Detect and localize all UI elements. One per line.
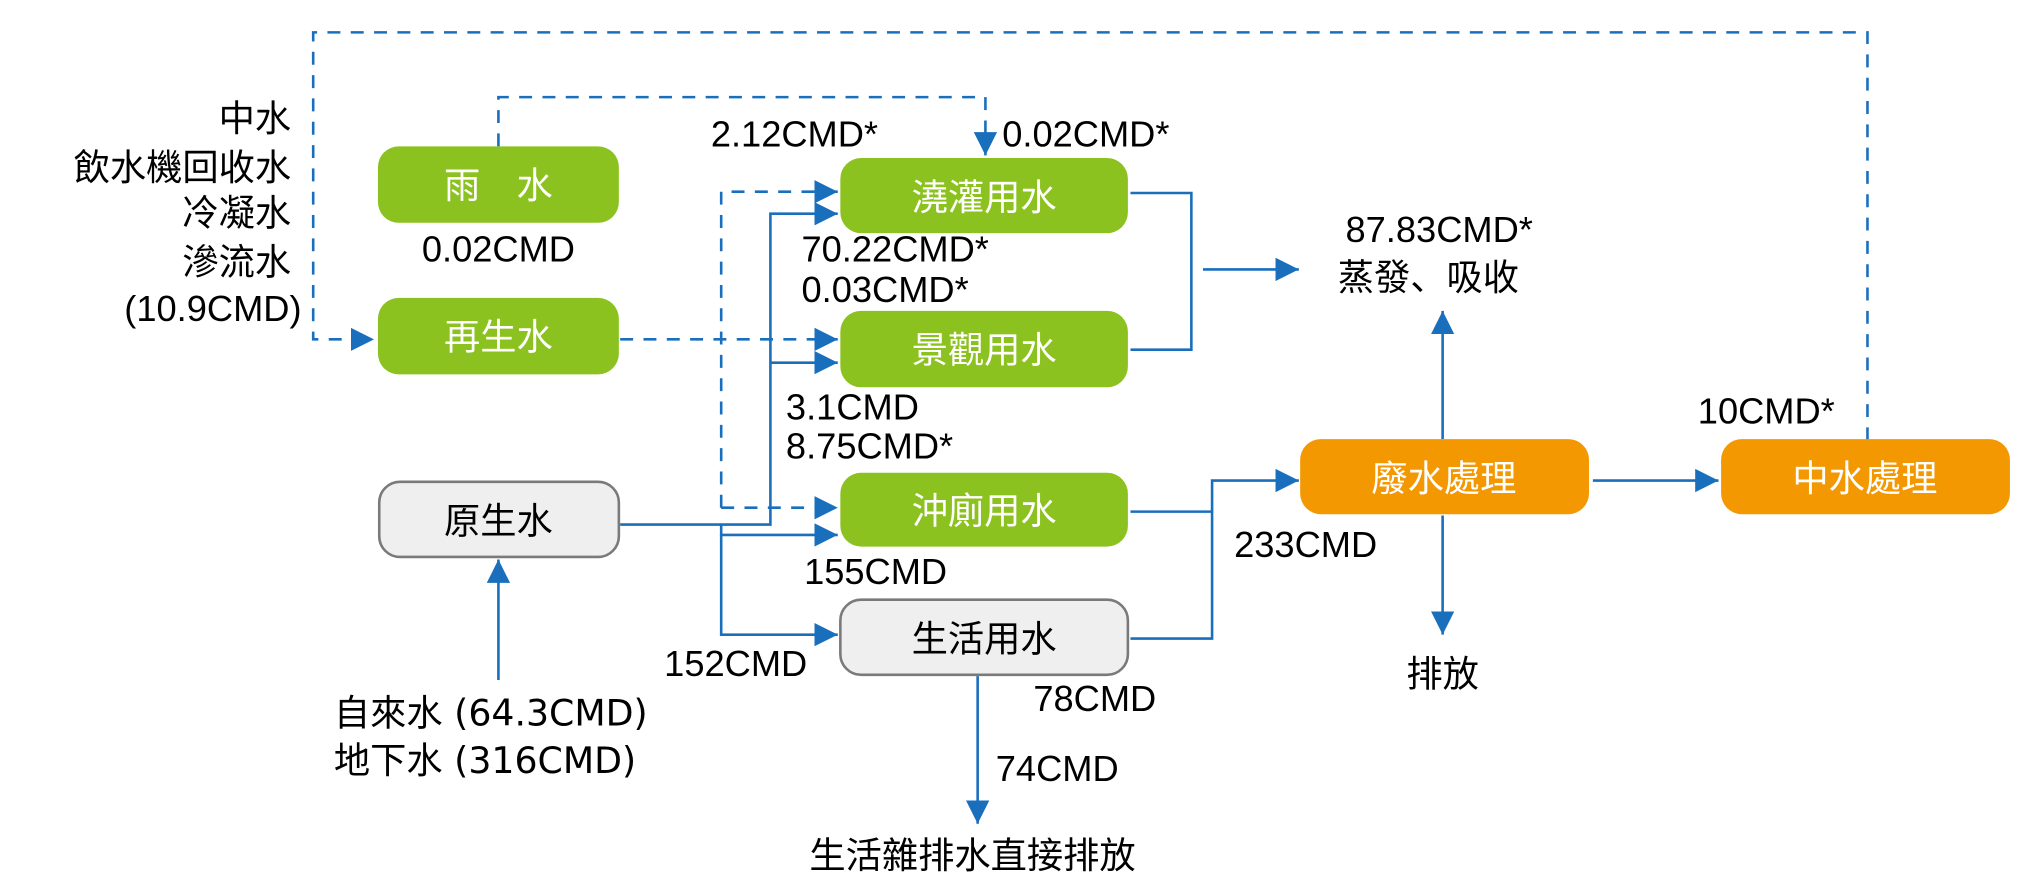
node-rain[interactable]: 雨 水 <box>377 146 619 223</box>
toilet-domestic-merge <box>1130 481 1298 640</box>
node-toilet[interactable]: 沖廁用水 <box>840 472 1128 547</box>
node-toilet-label: 沖廁用水 <box>912 489 1057 532</box>
node-greywater-label: 中水處理 <box>1792 457 1937 500</box>
flow-landscape-raw: 3.1CMD <box>786 387 919 428</box>
flow-evaporation: 87.83CMD* <box>1345 209 1532 250</box>
flow-domestic-direct: 74CMD <box>996 748 1119 789</box>
source-tap-water: 自來水 (64.3CMD) <box>334 691 648 734</box>
node-wastewater-label: 廢水處理 <box>1371 457 1516 500</box>
flow-toilet-raw: 155CMD <box>804 551 947 592</box>
flow-toilet-recycled: 8.75CMD* <box>786 426 953 467</box>
irrigation-landscape-merge <box>1130 191 1193 352</box>
flow-domestic-raw: 152CMD <box>664 643 807 684</box>
node-irrigation-label: 澆灌用水 <box>912 176 1057 219</box>
flow-landscape-recycled: 0.03CMD* <box>801 269 968 310</box>
node-recycled-label: 再生水 <box>444 316 553 359</box>
sink-domestic-discharge: 生活雜排水直接排放 <box>809 834 1135 877</box>
flow-domestic-wastewater: 78CMD <box>1033 678 1156 719</box>
source-fountain: 飲水機回收水 <box>74 146 292 189</box>
node-recycled[interactable]: 再生水 <box>377 297 619 375</box>
raw-to-toilet-line <box>719 523 838 547</box>
node-irrigation[interactable]: 澆灌用水 <box>840 158 1128 234</box>
sink-discharge: 排放 <box>1406 652 1479 695</box>
node-domestic[interactable]: 生活用水 <box>839 598 1130 677</box>
recycled-to-irrigation-line <box>719 180 838 508</box>
source-greywater: 中水 <box>219 97 292 140</box>
node-greywater[interactable]: 中水處理 <box>1721 439 2010 515</box>
rain-to-irrigation-line <box>497 95 998 156</box>
node-raw-label: 原生水 <box>444 500 553 543</box>
node-domestic-label: 生活用水 <box>912 617 1057 660</box>
source-condensate: 冷凝水 <box>182 191 291 234</box>
raw-to-domestic-line <box>719 534 838 647</box>
node-landscape-label: 景觀用水 <box>912 329 1057 372</box>
flow-to-wastewater: 233CMD <box>1234 524 1377 565</box>
node-raw[interactable]: 原生水 <box>377 480 621 559</box>
raw-main-line <box>620 202 838 526</box>
flow-greywater-return: 10CMD* <box>1698 391 1835 432</box>
node-wastewater[interactable]: 廢水處理 <box>1300 439 1589 515</box>
source-groundwater: 地下水 (316CMD) <box>334 739 636 782</box>
sink-evaporation: 蒸發、吸收 <box>1338 256 1519 299</box>
source-seepage: 滲流水 <box>182 241 291 284</box>
greywater-return-line <box>311 31 1869 441</box>
node-rain-label: 雨 水 <box>444 164 553 207</box>
node-landscape[interactable]: 景觀用水 <box>840 310 1128 388</box>
source-recycled-total: (10.9CMD) <box>124 288 301 329</box>
flow-irrigation-rain: 0.02CMD* <box>1002 113 1169 154</box>
flow-irrigation-raw: 70.22CMD* <box>801 229 988 270</box>
recycled-sources: 中水 飲水機回收水 冷凝水 滲流水 (10.9CMD) <box>74 97 302 329</box>
flow-irrigation-recycled: 2.12CMD* <box>711 113 878 154</box>
rain-flow-label: 0.02CMD <box>422 229 575 270</box>
